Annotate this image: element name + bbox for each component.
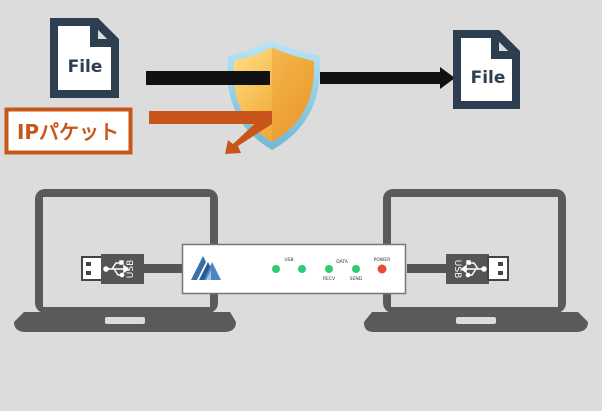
transfer-device: USB DATA POWER RECV SEND (181, 243, 407, 295)
led-power (377, 264, 387, 274)
led-label-usb: USB (284, 257, 293, 263)
file-flow-arrow (146, 67, 455, 89)
led-usb-2 (298, 265, 306, 273)
shield-icon (227, 40, 321, 150)
led-label-recv: RECV (323, 276, 336, 282)
usb-icon (460, 260, 487, 278)
device-logo (191, 256, 221, 280)
left-usb-connector: USB (81, 254, 184, 284)
right-usb-connector: USB (407, 254, 509, 284)
source-file-icon: File (50, 18, 119, 98)
right-usb-label: USB (452, 260, 462, 278)
dest-file-label: File (471, 68, 506, 88)
ip-packet-arrow (149, 111, 272, 154)
left-usb-label: USB (126, 260, 136, 278)
led-label-send: SEND (350, 276, 363, 282)
usb-icon (103, 260, 130, 278)
led-label-data: DATA (336, 259, 349, 265)
right-laptop (364, 189, 588, 332)
led-recv (325, 265, 333, 273)
led-usb-1 (272, 265, 280, 273)
led-label-power: POWER (374, 257, 391, 263)
ip-packet-label: IPパケット (17, 120, 119, 144)
ip-packet-box: IPパケット (4, 107, 133, 155)
led-send (352, 265, 360, 273)
dest-file-icon: File (453, 30, 520, 109)
source-file-label: File (68, 57, 103, 77)
